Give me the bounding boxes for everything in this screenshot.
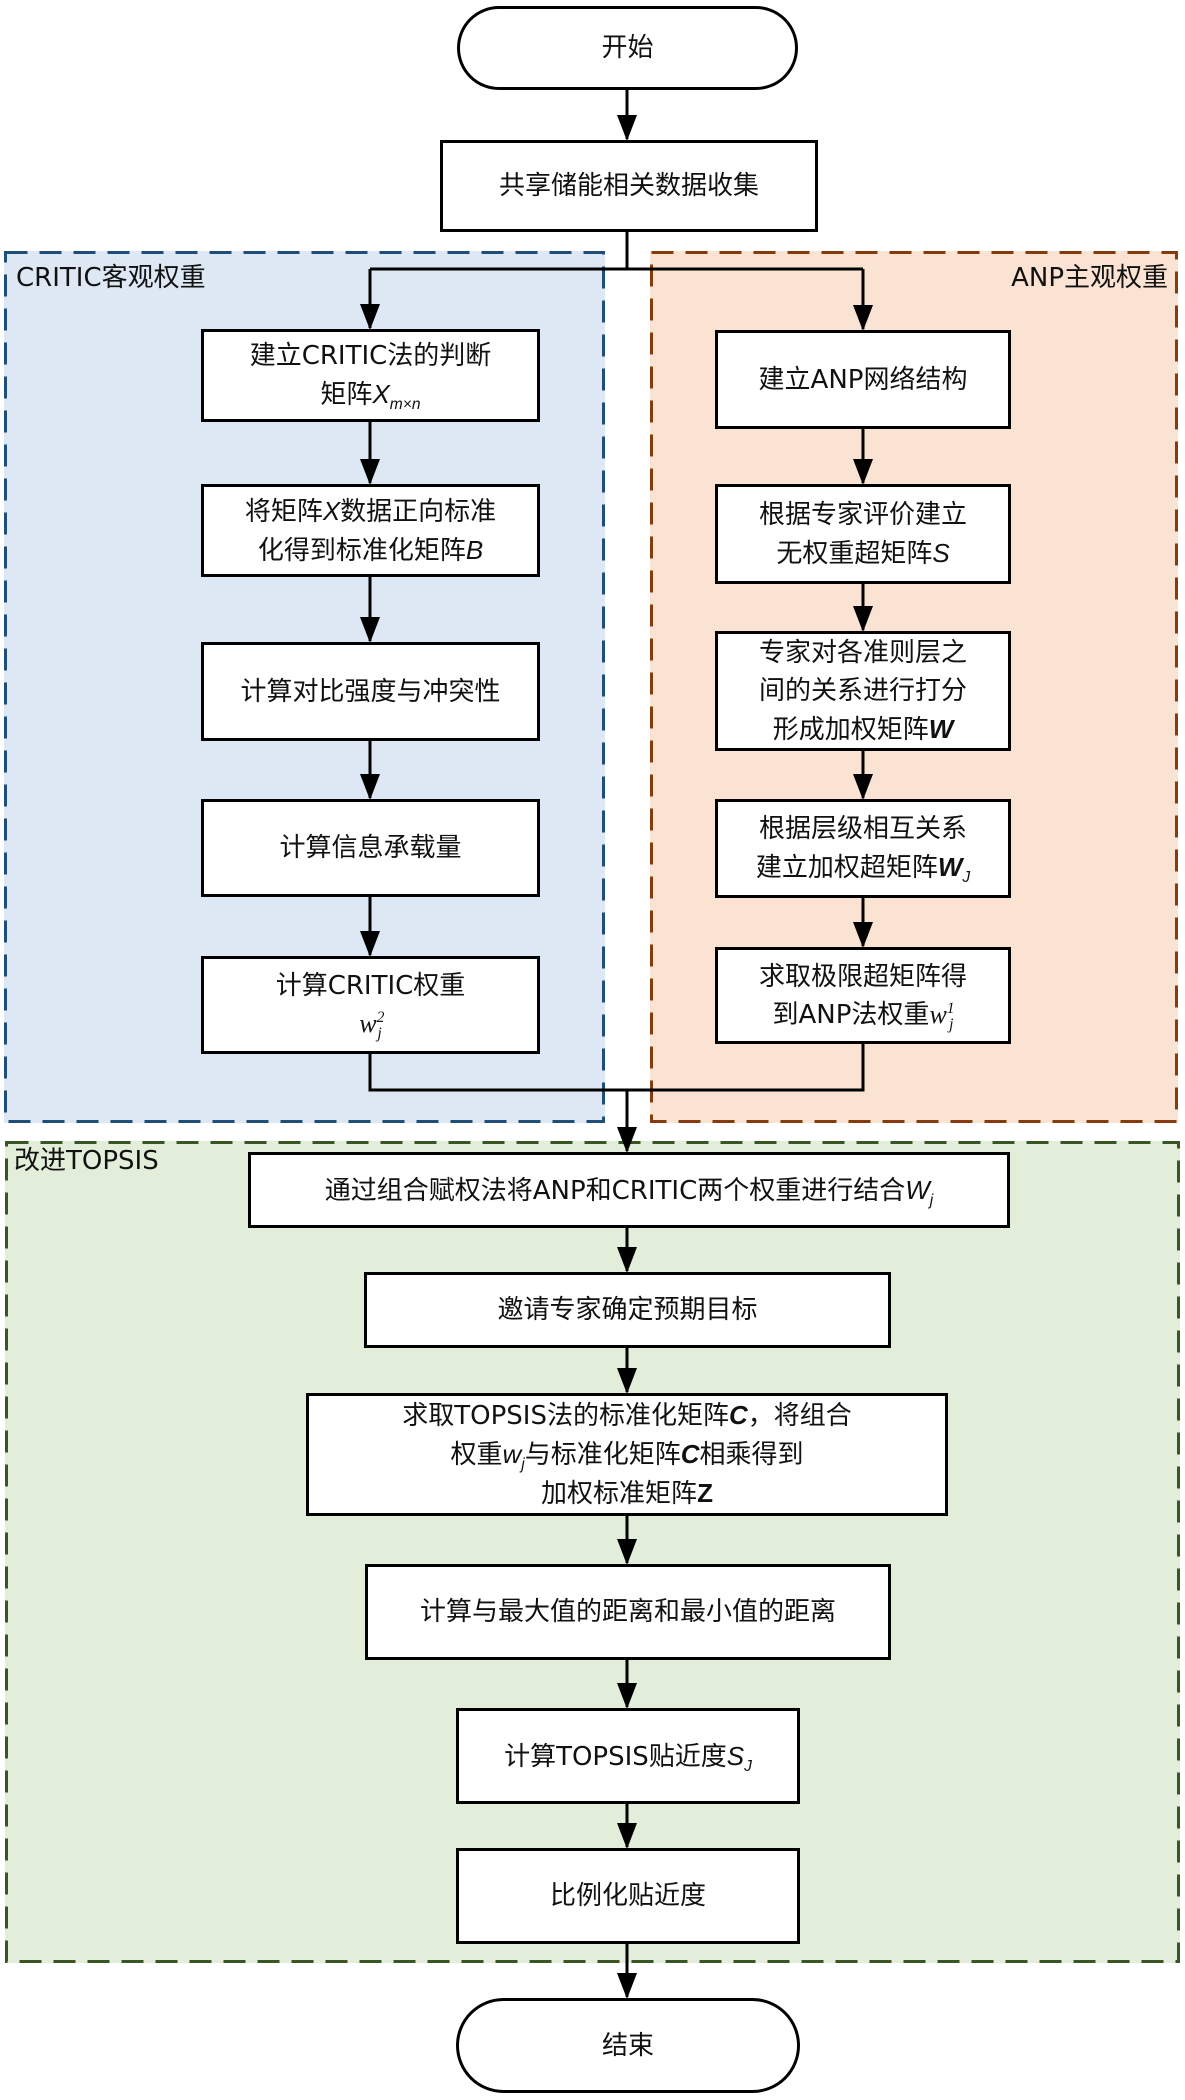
weight-symbol: W bbox=[905, 1174, 930, 1205]
step-text: 建立加权超矩阵 bbox=[755, 853, 938, 883]
step-text: 专家对各准则层之 bbox=[758, 637, 967, 668]
weight-symbol: w bbox=[359, 1009, 377, 1038]
step-text: 建立ANP网络结构 bbox=[758, 364, 968, 395]
critic-step-normalize: 将矩阵X数据正向标准 化得到标准化矩阵B bbox=[201, 484, 540, 577]
matrix-symbol: W bbox=[928, 713, 954, 744]
anp-step-weighted-supermatrix: 根据层级相互关系 建立加权超矩阵WJ bbox=[715, 799, 1011, 898]
anp-step-network: 建立ANP网络结构 bbox=[715, 330, 1011, 429]
topsis-step-weighted-matrix: 求取TOPSIS法的标准化矩阵C，将组合 权重wj与标准化矩阵C相乘得到 加权标… bbox=[306, 1393, 948, 1516]
weight-symbol: w bbox=[502, 1439, 522, 1469]
anp-step-expert-scoring: 专家对各准则层之 间的关系进行打分 形成加权矩阵W bbox=[715, 631, 1011, 751]
improved-topsis-group bbox=[5, 1141, 1180, 1963]
step-text: 与标准化矩阵 bbox=[524, 1440, 681, 1470]
step-text: 权重 bbox=[450, 1440, 503, 1470]
data-collection-label: 共享储能相关数据收集 bbox=[498, 171, 759, 201]
step-text: 根据专家评价建立 bbox=[758, 499, 967, 530]
step-text: 到ANP法权重 bbox=[772, 999, 930, 1030]
step-text: 矩阵 bbox=[320, 380, 373, 410]
matrix-symbol: X bbox=[322, 495, 341, 526]
anp-step-limit-weight: 求取极限超矩阵得 到ANP法权重w1j bbox=[715, 947, 1011, 1044]
matrix-symbol: C bbox=[728, 1400, 748, 1430]
matrix-subscript: J bbox=[962, 869, 971, 887]
step-text: 计算信息承载量 bbox=[279, 833, 462, 863]
anp-group-label: ANP主观权重 bbox=[1011, 263, 1168, 293]
topsis-step-closeness: 计算TOPSIS贴近度SJ bbox=[456, 1708, 800, 1804]
weight-superscript: 2 bbox=[376, 1009, 385, 1027]
topsis-step-scaled-closeness: 比例化贴近度 bbox=[456, 1848, 800, 1944]
step-text: 形成加权矩阵 bbox=[772, 714, 929, 745]
end-label: 结束 bbox=[601, 2030, 654, 2061]
step-text: 邀请专家确定预期目标 bbox=[497, 1295, 758, 1325]
matrix-symbol: X bbox=[372, 379, 390, 409]
critic-step-information: 计算信息承载量 bbox=[201, 799, 540, 897]
weight-superscript: 1 bbox=[946, 999, 955, 1017]
weight-symbol: w bbox=[929, 999, 947, 1029]
arrowhead bbox=[617, 1973, 637, 1999]
weight-subscript: j bbox=[949, 1015, 954, 1033]
step-text: 通过组合赋权法将ANP和CRITIC两个权重进行结合 bbox=[324, 1175, 906, 1206]
step-text: 比例化贴近度 bbox=[549, 1881, 706, 1911]
step-text: 加权标准矩阵 bbox=[541, 1479, 698, 1509]
matrix-symbol: W bbox=[937, 852, 963, 882]
matrix-symbol: S bbox=[932, 537, 950, 568]
step-text: 化得到标准化矩阵 bbox=[257, 535, 466, 566]
anp-step-unweighted: 根据专家评价建立 无权重超矩阵S bbox=[715, 484, 1011, 584]
critic-step-build-matrix: 建立CRITIC法的判断 矩阵Xm×n bbox=[201, 329, 540, 422]
step-text: 求取极限超矩阵得 bbox=[758, 961, 967, 992]
step-text: 无权重超矩阵 bbox=[776, 538, 933, 569]
arrowhead bbox=[617, 115, 637, 141]
step-text: 根据层级相互关系 bbox=[758, 814, 967, 844]
step-text: 建立CRITIC法的判断 bbox=[249, 341, 492, 371]
matrix-symbol: B bbox=[465, 534, 484, 565]
critic-step-contrast-conflict: 计算对比强度与冲突性 bbox=[201, 642, 540, 741]
topsis-group-label: 改进TOPSIS bbox=[14, 1146, 159, 1176]
critic-group-label: CRITIC客观权重 bbox=[16, 263, 206, 293]
step-text: 计算TOPSIS贴近度 bbox=[504, 1741, 727, 1772]
closeness-symbol: S bbox=[726, 1740, 745, 1771]
data-collection-step: 共享储能相关数据收集 bbox=[440, 140, 818, 232]
start-terminal: 开始 bbox=[457, 6, 798, 90]
weight-subscript: j bbox=[521, 1456, 525, 1474]
closeness-subscript: J bbox=[744, 1757, 752, 1775]
matrix-symbol: C bbox=[680, 1439, 700, 1469]
step-text: 数据正向标准 bbox=[340, 496, 497, 527]
step-text: 计算CRITIC权重 bbox=[275, 971, 466, 1001]
step-text: ，将组合 bbox=[747, 1401, 852, 1431]
topsis-step-combine-weights: 通过组合赋权法将ANP和CRITIC两个权重进行结合Wj bbox=[248, 1152, 1010, 1228]
step-text: 求取TOPSIS法的标准化矩阵 bbox=[402, 1401, 729, 1431]
end-terminal: 结束 bbox=[456, 1998, 800, 2093]
step-text: 间的关系进行打分 bbox=[758, 675, 967, 706]
matrix-subscript: m×n bbox=[389, 396, 421, 414]
critic-step-weight: 计算CRITIC权重 w2j bbox=[201, 956, 540, 1054]
topsis-step-distances: 计算与最大值的距离和最小值的距离 bbox=[365, 1564, 891, 1660]
topsis-step-expert-targets: 邀请专家确定预期目标 bbox=[364, 1272, 891, 1348]
step-text: 相乘得到 bbox=[699, 1440, 804, 1470]
start-label: 开始 bbox=[601, 33, 654, 63]
weight-subscript: j bbox=[929, 1191, 934, 1209]
step-text: 计算对比强度与冲突性 bbox=[240, 676, 501, 707]
step-text: 将矩阵 bbox=[244, 496, 323, 527]
matrix-symbol: Z bbox=[697, 1478, 713, 1508]
weight-subscript: j bbox=[377, 1025, 382, 1043]
step-text: 计算与最大值的距离和最小值的距离 bbox=[419, 1597, 836, 1627]
